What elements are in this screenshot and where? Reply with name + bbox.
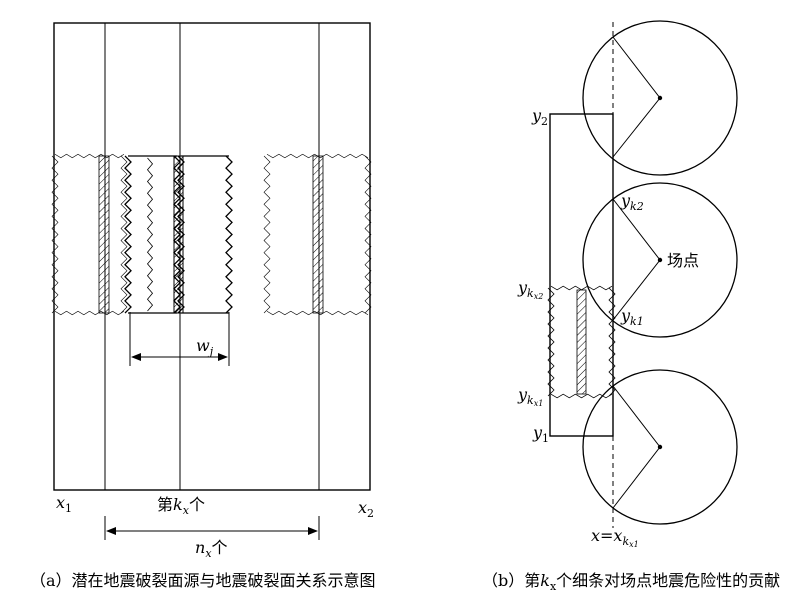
x1-label: x1: [56, 493, 72, 515]
influence-circle-middle: [582, 182, 738, 338]
panel-b: y2 y1 yk2 yk1 ykx2 ykx1 场点 x=xkx1 （b）第kx…: [482, 20, 780, 593]
rupture-strip-bottom-edge: [550, 393, 613, 399]
radius-lines-middle: [612, 198, 661, 321]
rupture-faint-2-left-edge: [263, 155, 271, 314]
rupture-strip-right-edge: [608, 287, 616, 397]
radius-lines-top: [612, 36, 661, 158]
ykx1-label: ykx1: [517, 385, 543, 408]
caption-a: （a）潜在地震破裂面源与地震破裂面关系示意图: [30, 571, 376, 590]
ykx2-label: ykx2: [517, 278, 543, 301]
rupture-bold-1-left-edge: [124, 155, 132, 314]
site-label: 场点: [667, 251, 699, 270]
x2-label: x2: [358, 498, 374, 520]
radius-lines-bottom: [612, 385, 661, 509]
rupture-faint-1-right-edge: [120, 155, 128, 314]
wj-label: wj: [196, 336, 214, 358]
rupture-faint-1-bottom-edge: [54, 310, 125, 316]
y1-label: y1: [532, 423, 549, 445]
hatched-strip-1: [98, 155, 110, 314]
rupture-strip-left-edge: [547, 287, 555, 397]
rupture-faint-2-right-edge: [364, 155, 372, 314]
rupture-bold-2-right-edge: [225, 155, 233, 314]
hatched-strip-2: [312, 155, 324, 314]
rupture-strip-top-edge: [550, 285, 613, 291]
rupture-faint-1-top-edge: [54, 153, 125, 159]
panel-a: wj x1 x2 第kx个 nx个 （a）潜在地震破裂面源与地震破裂面关系示意图: [30, 22, 376, 590]
x-equals-label: x=xkx1: [591, 526, 639, 549]
site-point-top: [657, 95, 663, 101]
hatched-strip-b: [576, 289, 587, 395]
influence-circle-bottom: [582, 369, 738, 525]
source-area-outline: [53, 22, 371, 491]
rupture-group-b: [547, 285, 616, 399]
y2-label: y2: [531, 106, 548, 128]
site-point: [657, 257, 663, 263]
rupture-faint-1-left-edge: [51, 155, 59, 314]
nx-label: nx个: [195, 538, 228, 560]
rupture-group-a: [51, 153, 372, 316]
yk2-label: yk2: [620, 191, 644, 213]
kx-label: 第kx个: [157, 495, 205, 517]
caption-b: （b）第kx个细条对场点地震危险性的贡献: [482, 571, 780, 593]
influence-circle-top: [582, 20, 738, 176]
rupture-bold-1-inner-edge: [146, 157, 154, 312]
hatched-strip-center: [173, 155, 184, 314]
site-point-bottom: [657, 444, 663, 450]
yk1-label: yk1: [620, 306, 644, 328]
